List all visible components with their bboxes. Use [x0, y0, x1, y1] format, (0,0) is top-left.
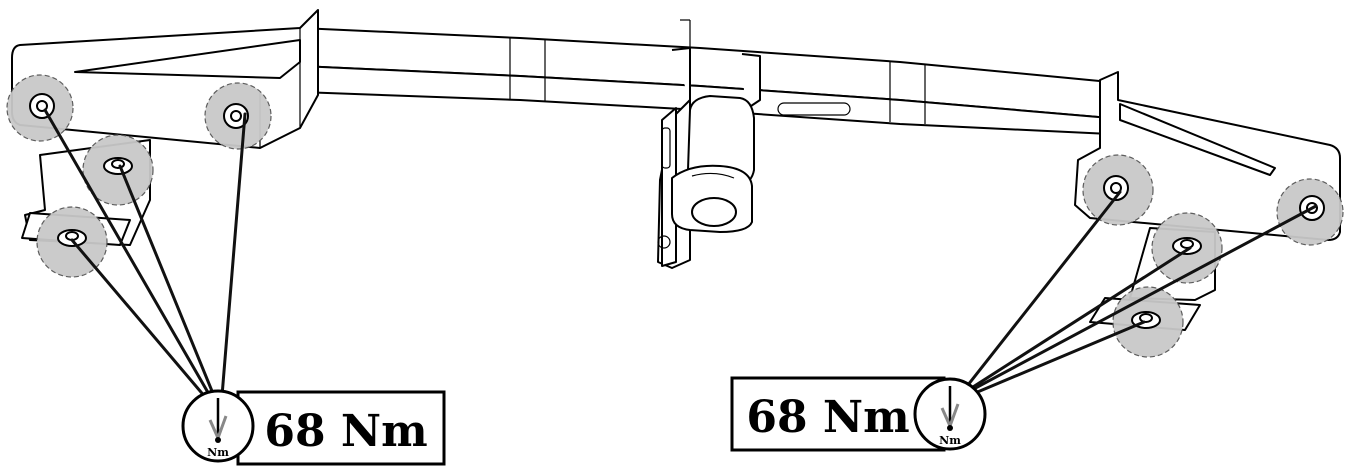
bolt-left-1	[6, 74, 74, 142]
bolt-right-4	[1112, 286, 1184, 358]
bolt-right-1	[1082, 154, 1154, 226]
nm-glyph-right: Nm	[939, 434, 961, 447]
torque-callout-right: 68 Nm Nm	[730, 376, 987, 452]
torque-value-left: 68 Nm	[264, 406, 427, 457]
torque-wrench-icon: Nm	[913, 377, 987, 451]
nm-glyph-left: Nm	[207, 446, 229, 459]
torque-value-right: 68 Nm	[746, 392, 909, 443]
bolt-right-2	[1276, 178, 1344, 246]
bolt-left-2	[204, 82, 272, 150]
bolt-left-3	[82, 134, 154, 206]
leader-lines-left	[43, 108, 247, 400]
hitch-mount	[657, 47, 761, 269]
torque-wrench-icon: Nm	[181, 389, 255, 463]
leader-lines-right	[960, 190, 1318, 398]
bolt-right-3	[1151, 212, 1223, 284]
torque-callout-left: 68 Nm Nm	[181, 389, 446, 466]
